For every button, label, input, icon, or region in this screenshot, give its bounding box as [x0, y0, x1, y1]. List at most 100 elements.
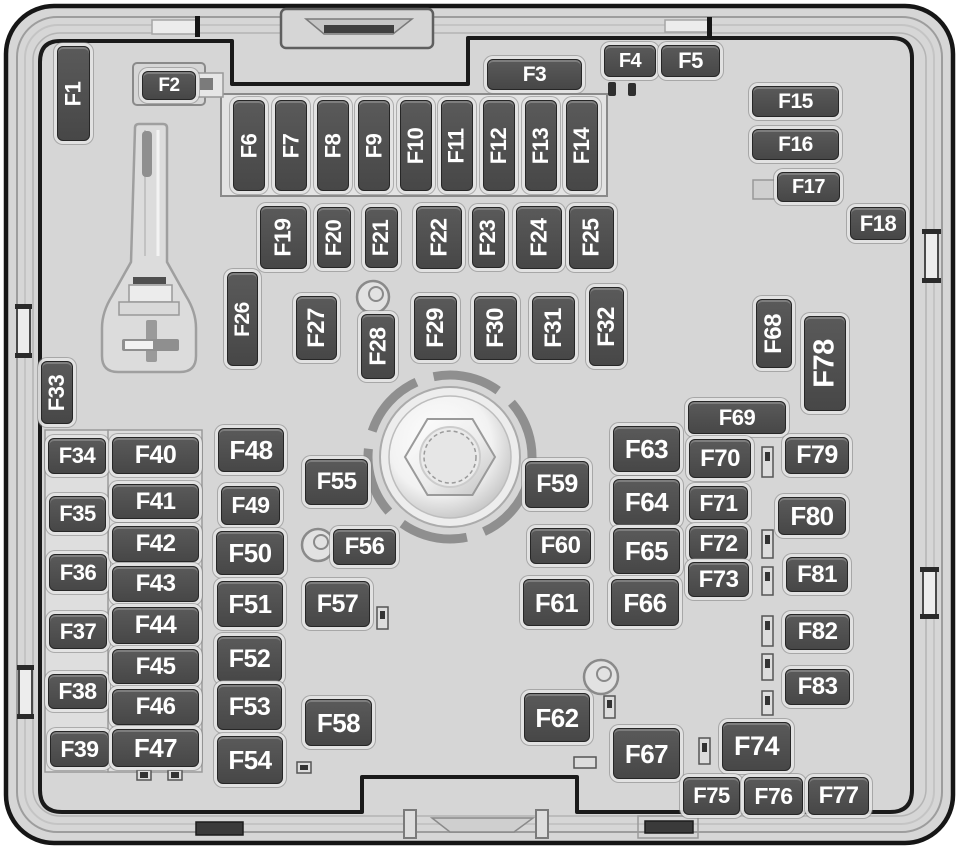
fuse-label: F24 — [525, 218, 552, 257]
fuse-label: F15 — [778, 90, 813, 113]
bottom-clip-left — [195, 821, 244, 836]
fuse-label: F58 — [316, 707, 361, 738]
fuse-label: F79 — [796, 441, 838, 469]
fuse-F45: F45 — [112, 649, 199, 684]
fuse-F42: F42 — [112, 526, 199, 562]
fuse-label: F63 — [624, 434, 669, 464]
edge-slot — [920, 567, 939, 619]
fuse-F22: F22 — [416, 206, 462, 269]
fuse-holder-f17 — [752, 179, 780, 200]
fuse-F75: F75 — [683, 777, 740, 815]
fuse-F5: F5 — [661, 45, 720, 77]
fuse-F68: F68 — [756, 299, 792, 368]
fuse-label: F47 — [133, 733, 178, 763]
fuse-label: F68 — [760, 313, 788, 354]
edge-slot — [922, 229, 941, 283]
fuse-label: F67 — [624, 738, 669, 769]
fuse-label: F59 — [536, 470, 578, 498]
fuse-label: F32 — [592, 306, 620, 347]
screw-hole — [300, 527, 336, 563]
fuse-F46: F46 — [112, 689, 199, 725]
fuse-label: F2 — [158, 75, 180, 96]
screw-hole — [355, 279, 391, 315]
fuse-F44: F44 — [112, 607, 199, 644]
fuse-label: F4 — [618, 50, 642, 72]
fuse-label: F76 — [754, 782, 793, 809]
fuse-F81: F81 — [786, 557, 848, 592]
fuse-F24: F24 — [516, 206, 562, 269]
fuse-label: F33 — [44, 374, 70, 411]
screw-hole — [582, 658, 620, 696]
fuse-F50: F50 — [216, 531, 284, 575]
fuse-F30: F30 — [474, 296, 517, 360]
fuse-F67: F67 — [613, 728, 680, 779]
fuse-F55: F55 — [305, 459, 368, 505]
fuse-label: F49 — [231, 492, 270, 518]
fuse-label: F16 — [778, 133, 813, 156]
fuse-label: F82 — [797, 618, 838, 645]
fuse-label: F55 — [316, 468, 357, 495]
fuse-F57: F57 — [305, 581, 370, 627]
fuse-F72: F72 — [689, 526, 748, 560]
fuse-label: F13 — [528, 127, 554, 164]
fuse-F8: F8 — [317, 100, 349, 191]
fuse-F34: F34 — [48, 438, 106, 474]
fuse-F51: F51 — [217, 581, 283, 627]
fuse-F74: F74 — [722, 722, 791, 771]
fuse-F32: F32 — [589, 287, 624, 366]
fuse-label: F12 — [486, 127, 512, 164]
fuse-label: F19 — [269, 218, 296, 257]
center-bolt — [363, 370, 537, 544]
fuse-label: F23 — [475, 219, 501, 256]
fuse-label: F30 — [481, 308, 509, 348]
bottom-tab — [403, 809, 549, 839]
fuse-label: F26 — [231, 301, 254, 337]
fuse-F10: F10 — [400, 100, 432, 191]
fuse-F14: F14 — [566, 100, 598, 191]
fuse-F73: F73 — [688, 562, 749, 597]
fuse-F82: F82 — [785, 614, 850, 650]
fuse-F61: F61 — [523, 579, 590, 626]
fuse-label: F45 — [135, 652, 176, 680]
fuse-label: F36 — [59, 559, 97, 585]
fuse-F64: F64 — [613, 479, 680, 525]
fuse-label: F5 — [678, 48, 703, 73]
fuse-label: F71 — [699, 489, 738, 516]
fuse-label: F28 — [364, 327, 391, 366]
fuse-F63: F63 — [613, 426, 680, 472]
fuse-holder-f2 — [132, 62, 224, 106]
fuse-label: F48 — [229, 435, 273, 465]
fuse-label: F41 — [135, 487, 176, 515]
fuse-label: F31 — [539, 308, 567, 348]
fuse-label: F43 — [135, 570, 176, 597]
fuse-label: F53 — [228, 692, 271, 721]
fuse-label: F77 — [818, 782, 859, 809]
fuse-F48: F48 — [218, 428, 284, 472]
fuse-F59: F59 — [525, 461, 589, 508]
fuse-label: F22 — [425, 218, 452, 257]
fuse-F52: F52 — [217, 636, 282, 682]
fuse-F76: F76 — [744, 777, 803, 815]
fuse-F26: F26 — [227, 272, 258, 366]
fuse-F60: F60 — [530, 528, 591, 564]
fuse-F40: F40 — [112, 437, 199, 474]
fuse-F47: F47 — [112, 729, 199, 767]
fuse-F15: F15 — [752, 86, 839, 117]
fuse-label: F65 — [624, 536, 669, 566]
fuse-label: F81 — [797, 560, 837, 588]
fuse-label: F54 — [228, 745, 272, 775]
fuse-F38: F38 — [48, 674, 107, 709]
top-tab — [279, 7, 435, 50]
fuse-label: F1 — [60, 81, 86, 106]
fuse-label: F64 — [624, 487, 669, 517]
fuse-F37: F37 — [49, 614, 107, 649]
fuse-label: F56 — [344, 533, 385, 560]
bottom-clip-right — [637, 815, 699, 839]
fuse-label: F35 — [59, 501, 96, 526]
fuse-label: F34 — [58, 443, 96, 468]
fuse-F62: F62 — [524, 693, 590, 742]
fuse-label: F21 — [368, 219, 394, 256]
fuse-label: F66 — [623, 587, 667, 618]
fuse-F23: F23 — [472, 207, 505, 268]
fuse-F49: F49 — [221, 486, 280, 525]
